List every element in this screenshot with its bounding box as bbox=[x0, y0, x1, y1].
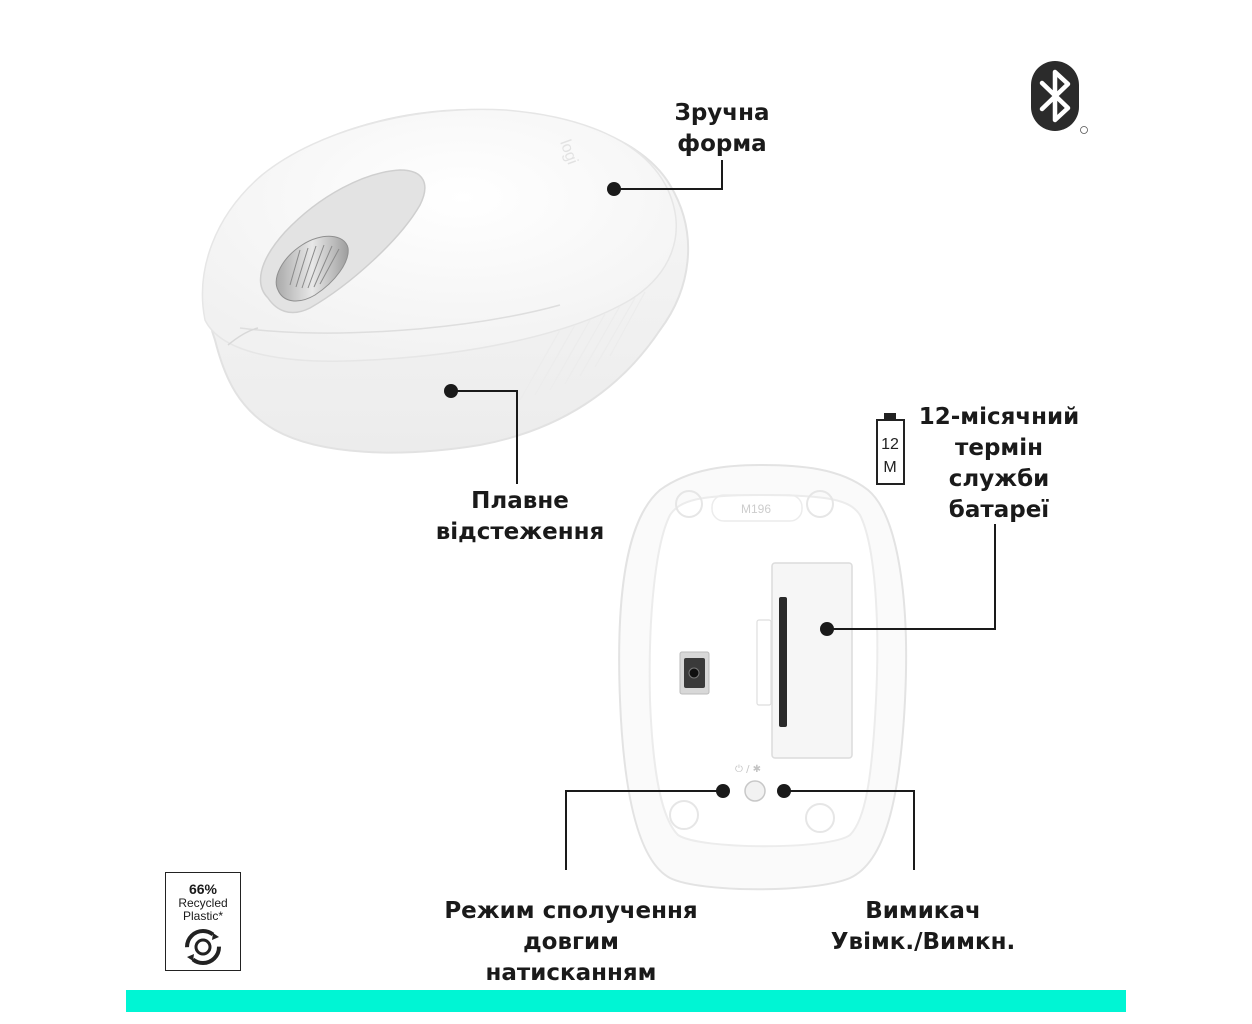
callout-shape-line-1: Зручна bbox=[674, 100, 770, 126]
accent-bar bbox=[126, 990, 1126, 1012]
callout-shape: Зручна форма bbox=[666, 98, 778, 160]
recycle-icon bbox=[185, 929, 221, 965]
scroll-wheel bbox=[275, 235, 349, 302]
callout-battery-line-4: батареї bbox=[948, 497, 1050, 523]
callout-power-line-1: Вимикач bbox=[865, 898, 981, 924]
recycled-percent: 66% bbox=[188, 881, 218, 897]
callout-dots bbox=[444, 182, 834, 798]
battery-icon: 12 M bbox=[876, 413, 905, 485]
callout-tracking-line-1: Плавне bbox=[471, 488, 569, 514]
callout-power-line-2: Увімк./Вимкн. bbox=[830, 929, 1016, 955]
callout-pairing-line-3: натисканням bbox=[485, 960, 657, 986]
model-label: M196 bbox=[741, 502, 771, 516]
power-switch bbox=[744, 780, 766, 802]
callout-pairing-line-1: Режим сполучення bbox=[444, 898, 698, 924]
battery-icon-unit: M bbox=[883, 459, 896, 476]
recycled-line-1: Recycled bbox=[178, 896, 228, 910]
callout-shape-line-2: форма bbox=[677, 131, 767, 157]
svg-text:⏻ / ✱: ⏻ / ✱ bbox=[735, 764, 761, 775]
callout-lines bbox=[451, 160, 996, 870]
recycled-line-2: Plastic* bbox=[182, 909, 223, 923]
callout-battery-line-1: 12-місячний bbox=[918, 404, 1080, 430]
battery-door bbox=[771, 562, 853, 759]
callout-battery-line-3: служби bbox=[948, 466, 1050, 492]
bluetooth-icon bbox=[1031, 61, 1088, 134]
recycled-plastic-badge: 66% Recycled Plastic* bbox=[165, 872, 241, 971]
mouse-bottom-view: M196 ⏻ / ✱ bbox=[618, 463, 908, 891]
callout-power: Вимикач Увімк./Вимкн. bbox=[826, 896, 1020, 958]
callout-pairing-line-2: довгим bbox=[523, 929, 619, 955]
optical-sensor bbox=[679, 651, 710, 695]
callout-battery: 12-місячний термін служби батареї bbox=[918, 402, 1080, 526]
callout-pairing: Режим сполучення довгим натисканням bbox=[440, 896, 702, 989]
battery-icon-number: 12 bbox=[881, 436, 899, 453]
mouse-top-view: logi bbox=[201, 108, 690, 454]
callout-tracking-line-2: відстеження bbox=[435, 519, 605, 545]
callout-battery-line-2: термін bbox=[955, 435, 1043, 461]
callout-tracking: Плавне відстеження bbox=[434, 486, 606, 548]
